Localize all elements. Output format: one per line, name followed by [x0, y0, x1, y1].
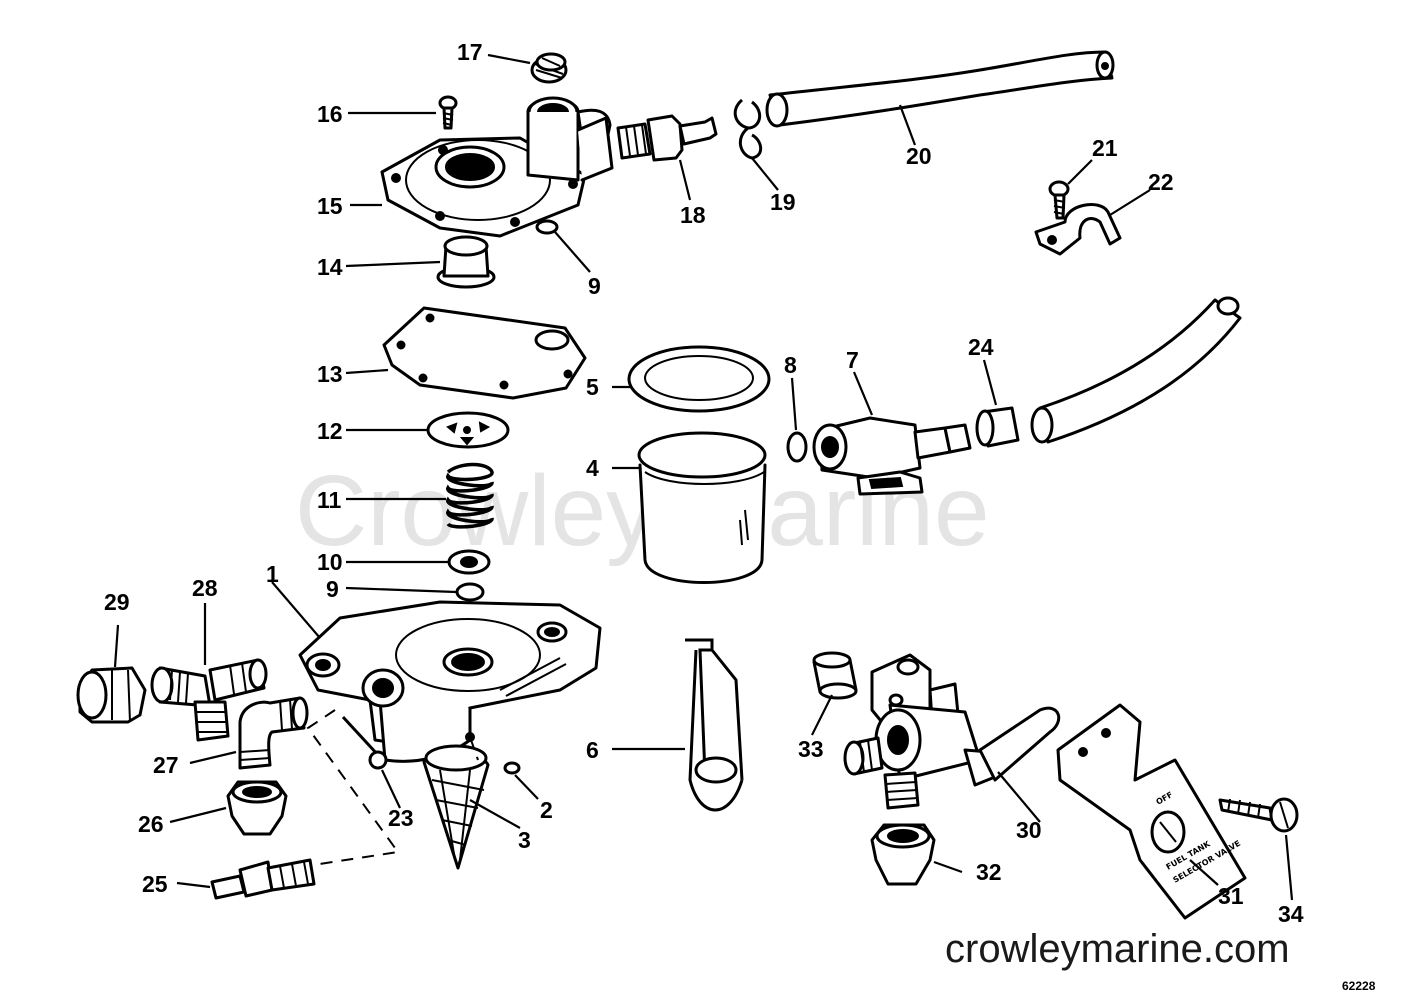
part-34-screw [1218, 797, 1299, 833]
part-32-flare-nut [870, 823, 936, 886]
callout-23: 23 [388, 805, 414, 831]
part-18-hose-fitting [616, 114, 718, 162]
part-4-glass-bowl [637, 431, 767, 584]
callout-13: 13 [317, 361, 343, 387]
callout-9-lower: 9 [326, 576, 339, 602]
part-12-diaphragm-plate [426, 411, 510, 449]
callout-3: 3 [518, 827, 531, 853]
part-23-pin [341, 715, 388, 770]
callout-32: 32 [976, 859, 1002, 885]
part-25-hose-barb [210, 858, 316, 900]
part-7-shutoff-valve [812, 416, 972, 496]
callout-6: 6 [586, 737, 599, 763]
part-21-screw [1048, 180, 1070, 220]
part-3-strainer [422, 744, 490, 870]
part-24-ferrule [975, 406, 1020, 448]
part-16-screw [438, 95, 458, 130]
part-5-bowl-gasket [627, 345, 771, 413]
part-9-washer-upper [535, 219, 559, 235]
part-10-spring-seat [447, 549, 491, 575]
callout-9-upper: 9 [588, 273, 601, 299]
callout-12: 12 [317, 418, 343, 444]
part-2-plug [503, 761, 521, 775]
part-31-bracket-plate: OFF FUEL TANK SELECTOR VALVE [1056, 703, 1247, 920]
callout-28: 28 [192, 575, 218, 601]
part-6-bowl-bail [685, 638, 744, 812]
leader-lines [113, 53, 1294, 901]
drawing-code: 62228 [1342, 979, 1376, 993]
callout-17: 17 [457, 39, 483, 65]
part-28-tee-fitting [150, 658, 268, 742]
callout-labels: 1 2 3 4 5 6 7 8 9 9 10 11 12 13 14 15 16… [104, 39, 1304, 927]
part-1-pump-body [298, 600, 602, 763]
part-13-gasket [382, 306, 587, 400]
callout-20: 20 [906, 143, 932, 169]
callout-11: 11 [317, 487, 342, 513]
callout-14: 14 [317, 254, 343, 280]
part-15-pump-cover [380, 96, 614, 238]
part-14-valve-cap [436, 235, 496, 289]
part-11-spring [446, 462, 494, 529]
part-17-plug [530, 52, 568, 84]
strainer-dashed-line [469, 736, 479, 761]
callout-27: 27 [153, 752, 179, 778]
part-8-o-ring [786, 431, 808, 463]
part-27-elbow [238, 696, 309, 770]
part-30-selector-valve [843, 653, 1061, 810]
callout-1: 1 [266, 561, 279, 587]
callout-25: 25 [142, 871, 168, 897]
callout-2: 2 [540, 797, 553, 823]
callout-15: 15 [317, 193, 343, 219]
callout-30: 30 [1016, 817, 1042, 843]
part-22-clamp [1034, 203, 1122, 256]
callout-22: 22 [1148, 169, 1174, 195]
callout-18: 18 [680, 202, 706, 228]
assembly-dashed-line [299, 709, 400, 868]
part-26-flare-nut [226, 780, 288, 836]
callout-19: 19 [770, 189, 796, 215]
callout-16: 16 [317, 101, 343, 127]
part-19-hose-clip [733, 98, 763, 160]
callout-4: 4 [586, 455, 599, 481]
callout-21: 21 [1092, 135, 1118, 161]
callout-10: 10 [317, 549, 343, 575]
callout-33: 33 [798, 736, 824, 762]
callout-24: 24 [968, 334, 994, 360]
site-url: crowleymarine.com [945, 927, 1290, 971]
part-33-sleeve [812, 651, 858, 700]
callout-7: 7 [846, 347, 859, 373]
callout-34: 34 [1278, 901, 1304, 927]
callout-31: 31 [1218, 883, 1244, 909]
part-29-nut [76, 666, 147, 724]
part-20-fuel-hose [765, 50, 1115, 128]
callout-8: 8 [784, 352, 797, 378]
callout-26: 26 [138, 811, 164, 837]
callout-5: 5 [586, 374, 599, 400]
part-lower-fuel-hose [1030, 296, 1242, 444]
callout-29: 29 [104, 589, 130, 615]
part-9-washer-lower [455, 582, 485, 602]
